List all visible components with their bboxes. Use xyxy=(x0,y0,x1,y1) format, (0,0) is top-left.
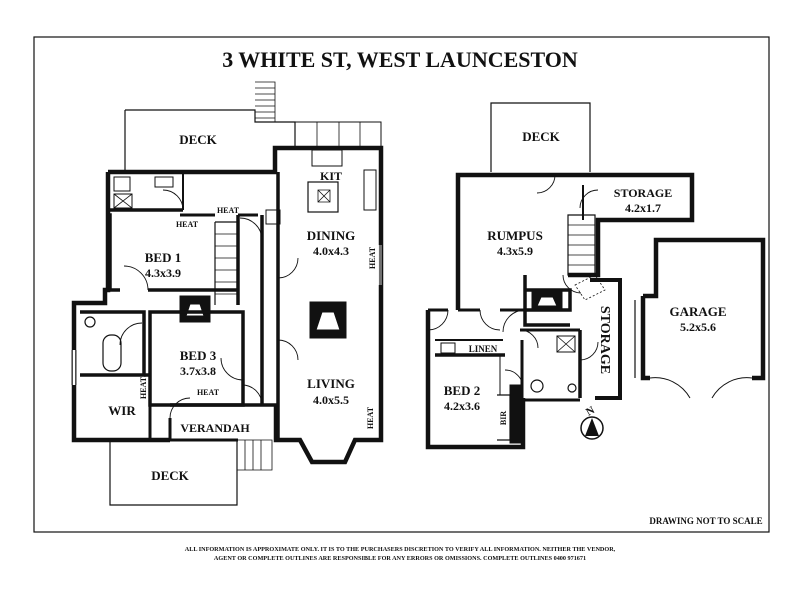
room-bed1-name: BED 1 xyxy=(145,250,181,265)
disclaimer-line: ALL INFORMATION IS APPROXIMATE ONLY. IT … xyxy=(184,546,616,553)
north-label: N xyxy=(584,404,597,418)
page-frame xyxy=(33,36,770,533)
room-deck-top-left: DECK xyxy=(179,132,217,147)
room-linen: LINEN xyxy=(469,344,498,354)
room-rumpus-name: RUMPUS xyxy=(487,228,543,243)
bathtub xyxy=(102,334,122,372)
room-bed1-size: 4.3x3.9 xyxy=(145,266,181,280)
room-rumpus-size: 4.3x5.9 xyxy=(497,244,533,258)
room-living-size: 4.0x5.5 xyxy=(313,393,349,407)
heat-label: HEAT xyxy=(197,388,220,397)
scale-note: DRAWING NOT TO SCALE xyxy=(649,516,762,526)
room-verandah: VERANDAH xyxy=(180,421,250,435)
heat-label: HEAT xyxy=(217,206,240,215)
upper-floor xyxy=(71,81,384,506)
room-storage-top-size: 4.2x1.7 xyxy=(625,201,661,215)
room-bed2-size: 4.2x3.6 xyxy=(444,399,480,413)
room-living-name: LIVING xyxy=(307,376,355,391)
north-arrow-icon: N xyxy=(580,404,604,440)
disclaimer: ALL INFORMATION IS APPROXIMATE ONLY. IT … xyxy=(40,545,760,563)
room-kit: KIT xyxy=(320,169,342,183)
disclaimer-line: AGENT OR COMPLETE OUTLINES ARE RESPONSIB… xyxy=(213,555,587,562)
room-bed2-name: BED 2 xyxy=(444,383,480,398)
room-wir: WIR xyxy=(108,403,136,418)
heat-label: HEAT xyxy=(176,220,199,229)
deck-boards xyxy=(294,121,382,149)
lower-floor xyxy=(425,102,766,450)
room-garage-name: GARAGE xyxy=(669,304,726,319)
heat-label: HEAT xyxy=(366,406,375,429)
toilet xyxy=(84,316,96,328)
room-garage-size: 5.2x5.6 xyxy=(680,320,716,334)
room-deck-top-right: DECK xyxy=(522,129,560,144)
room-storage-vertical: STORAGE xyxy=(597,306,612,374)
room-bed3-size: 3.7x3.8 xyxy=(180,364,216,378)
room-deck-bottom: DECK xyxy=(151,468,189,483)
room-bir: BIR xyxy=(499,411,508,425)
room-bed3-name: BED 3 xyxy=(180,348,217,363)
plan-title: 3 WHITE ST, WEST LAUNCESTON xyxy=(222,47,578,72)
heat-label: HEAT xyxy=(368,246,377,269)
heat-label: HEAT xyxy=(139,376,148,399)
room-storage-top-name: STORAGE xyxy=(614,186,672,200)
room-dining-size: 4.0x4.3 xyxy=(313,244,349,258)
room-dining-name: DINING xyxy=(307,228,355,243)
